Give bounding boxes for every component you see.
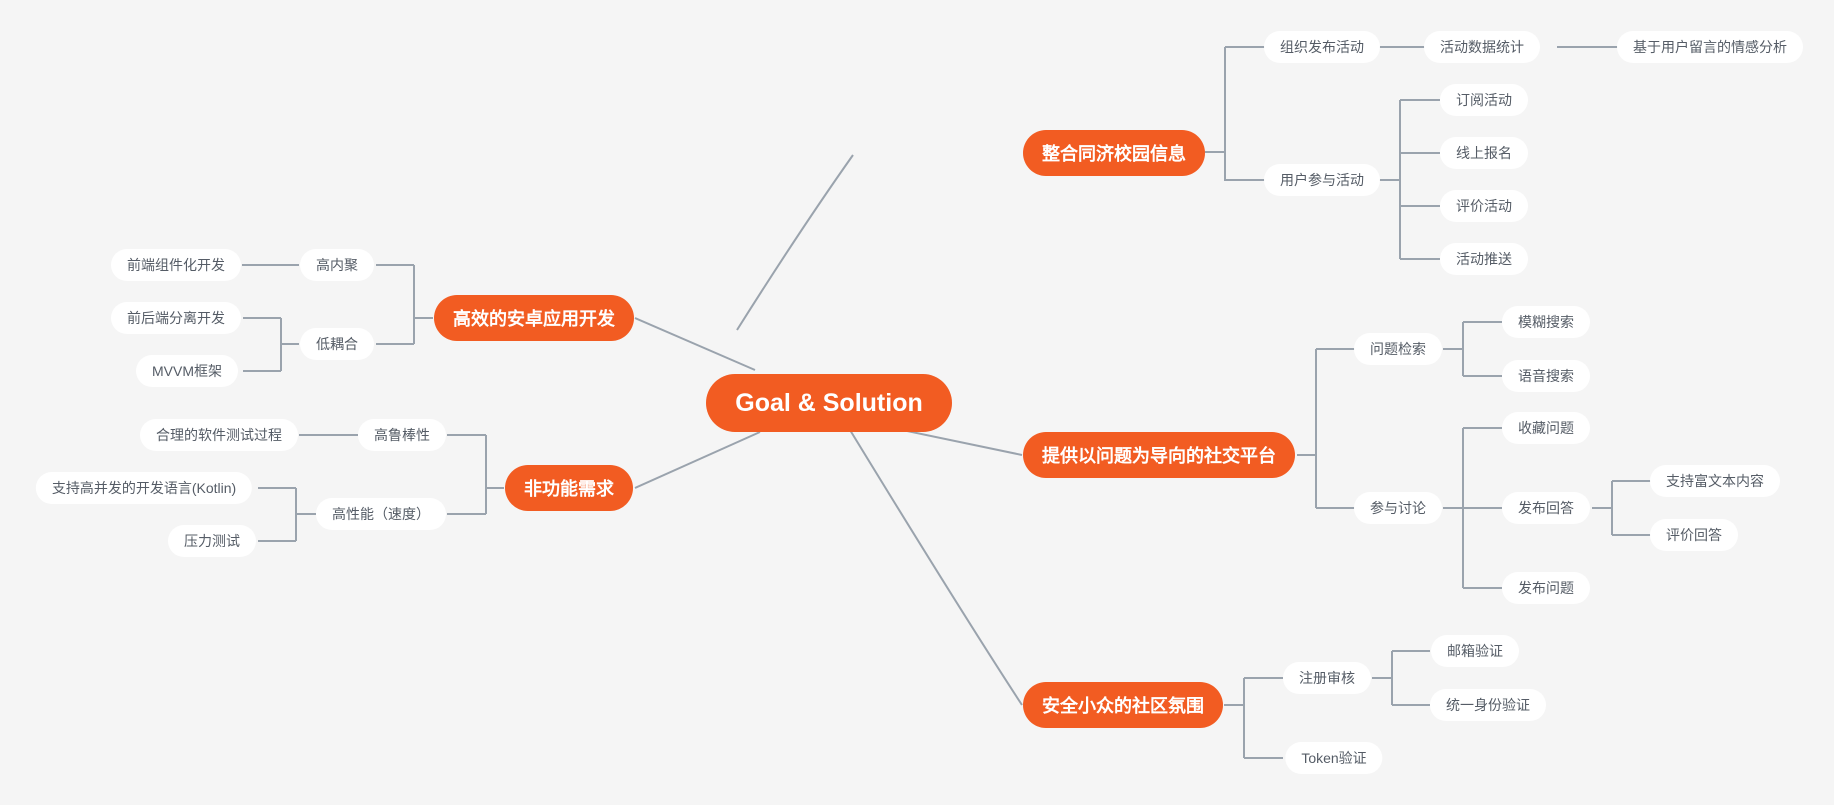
node-post-answer[interactable]: 发布回答 bbox=[1502, 492, 1590, 524]
branch-campus-info[interactable]: 整合同济校园信息 bbox=[1023, 130, 1205, 176]
node-software-testing[interactable]: 合理的软件测试过程 bbox=[140, 419, 298, 451]
node-favorite-question[interactable]: 收藏问题 bbox=[1502, 412, 1590, 444]
node-kotlin-language[interactable]: 支持高并发的开发语言(Kotlin) bbox=[35, 472, 253, 504]
node-registration-review[interactable]: 注册审核 bbox=[1283, 662, 1371, 694]
node-frontend-backend-separation[interactable]: 前后端分离开发 bbox=[111, 302, 241, 334]
node-join-discussion[interactable]: 参与讨论 bbox=[1354, 492, 1442, 524]
node-voice-search[interactable]: 语音搜索 bbox=[1502, 360, 1590, 392]
node-user-participation[interactable]: 用户参与活动 bbox=[1264, 164, 1380, 196]
node-online-signup[interactable]: 线上报名 bbox=[1440, 137, 1528, 169]
node-fuzzy-search[interactable]: 模糊搜索 bbox=[1502, 306, 1590, 338]
node-component-dev[interactable]: 前端组件化开发 bbox=[111, 249, 241, 281]
node-activity-push[interactable]: 活动推送 bbox=[1440, 243, 1528, 275]
node-rate-answer[interactable]: 评价回答 bbox=[1650, 519, 1738, 551]
node-sentiment-analysis[interactable]: 基于用户留言的情感分析 bbox=[1617, 31, 1803, 63]
node-mvvm-framework[interactable]: MVVM框架 bbox=[136, 355, 238, 387]
node-unified-identity[interactable]: 统一身份验证 bbox=[1430, 689, 1546, 721]
branch-safe-community[interactable]: 安全小众的社区氛围 bbox=[1023, 682, 1223, 728]
node-robustness[interactable]: 高鲁棒性 bbox=[358, 419, 446, 451]
node-low-coupling[interactable]: 低耦合 bbox=[300, 328, 374, 360]
node-activity-stats[interactable]: 活动数据统计 bbox=[1424, 31, 1540, 63]
root-node[interactable]: Goal & Solution bbox=[706, 374, 952, 432]
node-organize-activity[interactable]: 组织发布活动 bbox=[1264, 31, 1380, 63]
branch-android-dev[interactable]: 高效的安卓应用开发 bbox=[434, 295, 634, 341]
node-rich-text[interactable]: 支持富文本内容 bbox=[1650, 465, 1780, 497]
node-email-verification[interactable]: 邮箱验证 bbox=[1431, 635, 1519, 667]
node-review-activity[interactable]: 评价活动 bbox=[1440, 190, 1528, 222]
node-question-search[interactable]: 问题检索 bbox=[1354, 333, 1442, 365]
node-high-cohesion[interactable]: 高内聚 bbox=[300, 249, 374, 281]
node-stress-testing[interactable]: 压力测试 bbox=[168, 525, 256, 557]
branch-nonfunctional[interactable]: 非功能需求 bbox=[505, 465, 633, 511]
node-high-performance[interactable]: 高性能（速度） bbox=[316, 498, 446, 530]
node-token-verification[interactable]: Token验证 bbox=[1285, 742, 1383, 774]
node-subscribe-activity[interactable]: 订阅活动 bbox=[1440, 84, 1528, 116]
node-post-question[interactable]: 发布问题 bbox=[1502, 572, 1590, 604]
branch-social-platform[interactable]: 提供以问题为导向的社交平台 bbox=[1023, 432, 1295, 478]
